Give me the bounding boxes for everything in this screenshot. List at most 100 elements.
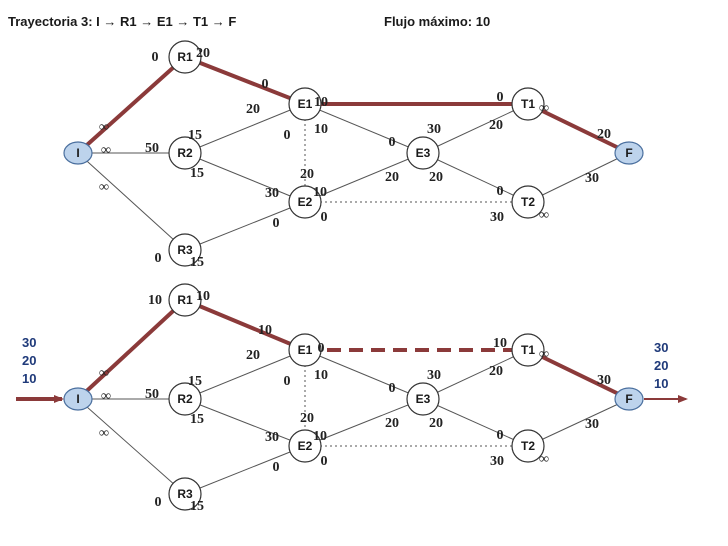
capacity-label: 15 bbox=[188, 128, 202, 143]
edge-e1-e3 bbox=[304, 349, 424, 400]
capacity-label: 30 bbox=[427, 122, 441, 137]
path-title: Trayectoria 3: I → R1 → E1 → T1 → F bbox=[8, 14, 236, 29]
capacity-label: 10 bbox=[313, 185, 327, 200]
node-label-r1: R1 bbox=[177, 50, 193, 64]
capacity-label: 30 bbox=[597, 373, 611, 388]
edge-t1-f bbox=[526, 102, 631, 155]
capacity-label: 0 bbox=[389, 381, 396, 396]
node-r3 bbox=[168, 233, 202, 267]
capacity-label: 10 bbox=[148, 293, 162, 308]
capacity-label: 20 bbox=[489, 364, 503, 379]
capacity-label: 0 bbox=[321, 210, 328, 225]
capacity-label: ∞ bbox=[99, 180, 109, 195]
node-t1 bbox=[511, 87, 545, 121]
node-label-f: F bbox=[625, 146, 632, 160]
capacity-label: ∞ bbox=[101, 389, 111, 404]
node-f bbox=[614, 387, 644, 411]
node-label-e1: E1 bbox=[298, 343, 313, 357]
capacity-label: 20 bbox=[597, 127, 611, 142]
capacity-label: 20 bbox=[246, 102, 260, 117]
capacity-label: 15 bbox=[190, 166, 204, 181]
node-label-e2: E2 bbox=[298, 439, 313, 453]
edge-t2-f bbox=[527, 398, 630, 447]
edge-r3-e2 bbox=[184, 445, 306, 495]
capacity-label: ∞ bbox=[99, 366, 109, 381]
capacity-label: 0 bbox=[497, 428, 504, 443]
capacity-label: 20 bbox=[385, 170, 399, 185]
node-label-t2: T2 bbox=[521, 195, 535, 209]
node-label-r1: R1 bbox=[177, 293, 193, 307]
node-label-i: I bbox=[76, 392, 79, 406]
node-t2 bbox=[511, 429, 545, 463]
node-label-e1: E1 bbox=[298, 97, 313, 111]
edge-e1-e3 bbox=[304, 103, 424, 154]
node-label-r2: R2 bbox=[177, 392, 193, 406]
node-e3 bbox=[406, 136, 440, 170]
capacity-label: 20 bbox=[300, 167, 314, 182]
node-label-e2: E2 bbox=[298, 195, 313, 209]
capacity-label: 10 bbox=[314, 368, 328, 383]
capacity-label: 0 bbox=[389, 135, 396, 150]
capacity-label: 50 bbox=[145, 387, 159, 402]
node-r1 bbox=[168, 283, 202, 317]
edge-e3-t1 bbox=[422, 349, 529, 400]
node-r1 bbox=[168, 40, 202, 74]
capacity-label: 0 bbox=[321, 454, 328, 469]
node-r2 bbox=[168, 136, 202, 170]
capacity-label: 10 bbox=[196, 289, 210, 304]
edge-r1-e1 bbox=[183, 55, 307, 106]
capacity-label: 0 bbox=[284, 374, 291, 389]
capacity-label: 20 bbox=[489, 118, 503, 133]
node-i bbox=[63, 387, 93, 411]
node-e1 bbox=[288, 87, 322, 121]
capacity-label: 50 bbox=[145, 141, 159, 156]
outflow-value: 20 bbox=[654, 358, 668, 373]
edge-r2-e2 bbox=[184, 152, 306, 203]
capacity-label: 20 bbox=[429, 416, 443, 431]
capacity-label: 30 bbox=[585, 417, 599, 432]
capacity-label: 20 bbox=[196, 46, 210, 61]
capacity-label: 10 bbox=[258, 323, 272, 338]
capacity-label: 20 bbox=[300, 411, 314, 426]
edge-r2-e1 bbox=[184, 349, 306, 400]
edge-r1-e1 bbox=[183, 298, 307, 352]
node-label-r3: R3 bbox=[177, 487, 193, 501]
capacity-label: ∞ bbox=[99, 120, 109, 135]
node-t1 bbox=[511, 333, 545, 367]
outflow-value: 10 bbox=[654, 376, 668, 391]
edge-i-r3 bbox=[77, 152, 186, 251]
capacity-label: 10 bbox=[313, 429, 327, 444]
node-label-e3: E3 bbox=[416, 146, 431, 160]
node-e2 bbox=[288, 429, 322, 463]
max-flow-title: Flujo máximo: 10 bbox=[384, 14, 490, 29]
capacity-label: 0 bbox=[273, 460, 280, 475]
edge-e2-e3 bbox=[304, 398, 424, 447]
capacity-label: 30 bbox=[265, 430, 279, 445]
capacity-label: 0 bbox=[284, 128, 291, 143]
capacity-label: 30 bbox=[265, 186, 279, 201]
capacity-label: 10 bbox=[493, 336, 507, 351]
capacity-label: ∞ bbox=[539, 347, 549, 362]
node-label-r3: R3 bbox=[177, 243, 193, 257]
node-label-t2: T2 bbox=[521, 439, 535, 453]
capacity-label: 0 bbox=[152, 50, 159, 65]
capacity-label: 15 bbox=[190, 499, 204, 514]
node-t2 bbox=[511, 185, 545, 219]
capacity-label: 30 bbox=[490, 210, 504, 225]
inflow-value: 10 bbox=[22, 371, 36, 386]
node-label-e3: E3 bbox=[416, 392, 431, 406]
inflow-value: 30 bbox=[22, 335, 36, 350]
node-r2 bbox=[168, 382, 202, 416]
edge-t2-f bbox=[527, 152, 630, 203]
capacity-label: 0 bbox=[273, 216, 280, 231]
capacity-label: 15 bbox=[188, 374, 202, 389]
capacity-label: 0 bbox=[497, 90, 504, 105]
edge-r2-e2 bbox=[184, 398, 306, 447]
capacity-label: 0 bbox=[318, 341, 325, 356]
capacity-label: ∞ bbox=[99, 426, 109, 441]
node-label-t1: T1 bbox=[521, 343, 535, 357]
capacity-label: ∞ bbox=[539, 101, 549, 116]
